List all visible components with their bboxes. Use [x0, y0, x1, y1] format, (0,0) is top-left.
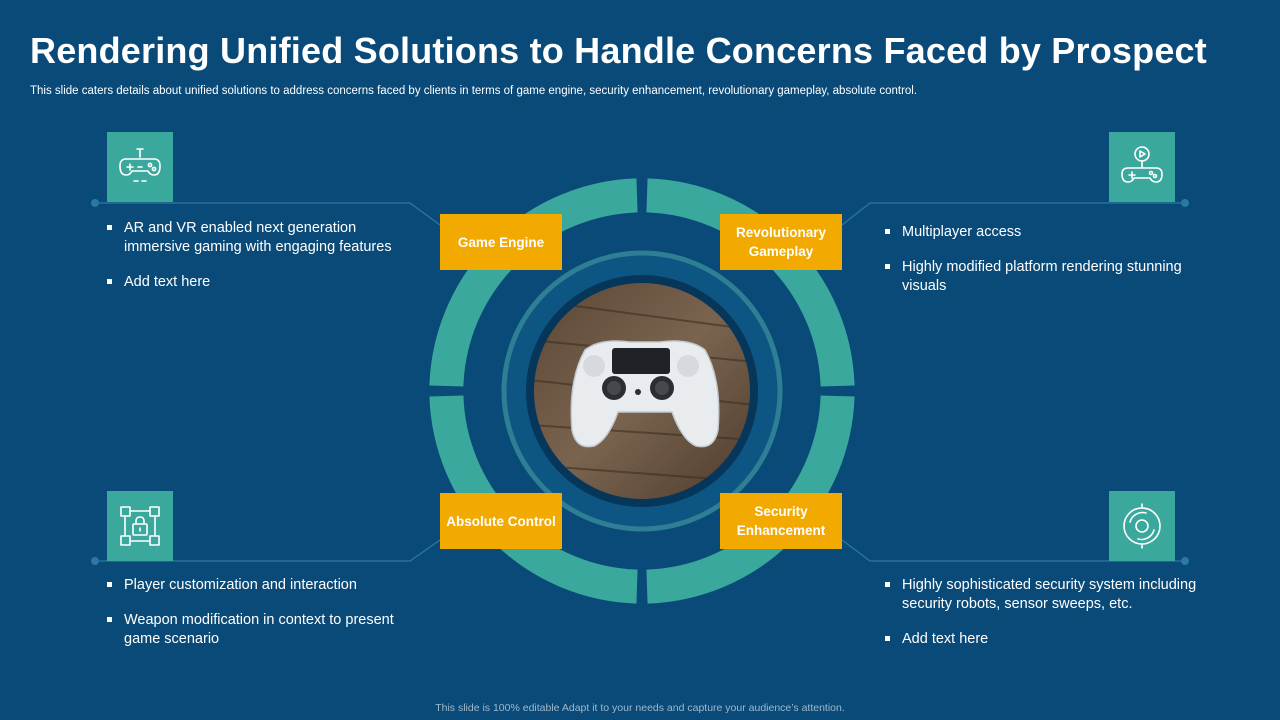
security-scan-icon-box — [1109, 491, 1175, 561]
page-title: Rendering Unified Solutions to Handle Co… — [30, 30, 1207, 71]
game-controller-photo — [534, 283, 750, 499]
list-item: AR and VR enabled next generation immers… — [106, 219, 406, 257]
connector-dots — [91, 199, 1189, 565]
page-subtitle: This slide caters details about unified … — [30, 85, 918, 97]
gamepad-icon — [119, 148, 161, 182]
connector-top-left — [95, 202, 441, 226]
connector-dot — [1181, 199, 1189, 207]
list-item: Multiplayer access — [884, 223, 1184, 242]
list-item: Player customization and interaction — [106, 576, 416, 595]
absolute-control-label-text: Absolute Control — [446, 513, 556, 529]
footer-note: This slide is 100% editable Adapt it to … — [435, 702, 845, 714]
connector-bottom-right — [841, 539, 1185, 562]
list-item: Highly sophisticated security system inc… — [884, 576, 1214, 614]
security-enhancement-label: Security Enhancement — [720, 493, 842, 549]
game-play-icon — [1121, 146, 1163, 183]
game-engine-bullets: AR and VR enabled next generation immers… — [106, 219, 406, 308]
connector-dot — [91, 199, 99, 207]
game-play-icon-box — [1109, 132, 1175, 202]
lock-network-icon — [120, 506, 160, 546]
security-enhancement-label-text: Security Enhancement — [736, 504, 826, 538]
inner-ring-outline — [501, 250, 783, 532]
gamepad-icon-box — [107, 132, 173, 202]
connector-top-right — [841, 202, 1185, 226]
list-item: Weapon modification in context to presen… — [106, 611, 416, 649]
connector-lines — [95, 202, 1185, 562]
revolutionary-gameplay-label: Revolutionary Gameplay — [720, 214, 842, 270]
game-engine-label-text: Game Engine — [457, 234, 545, 250]
security-enhancement-bullets: Highly sophisticated security system inc… — [884, 576, 1214, 665]
revolutionary-gameplay-label-text: Revolutionary Gameplay — [735, 225, 827, 259]
connector-bottom-left — [95, 539, 441, 562]
game-engine-label: Game Engine — [440, 214, 562, 270]
list-item: Add text here — [106, 273, 406, 292]
connector-dot — [91, 557, 99, 565]
absolute-control-label: Absolute Control — [440, 493, 562, 549]
security-scan-icon — [1123, 503, 1161, 549]
absolute-control-bullets: Player customization and interaction Wea… — [106, 576, 416, 665]
list-item: Add text here — [884, 630, 1214, 649]
list-item: Highly modified platform rendering stunn… — [884, 258, 1184, 296]
revolutionary-gameplay-bullets: Multiplayer access Highly modified platf… — [884, 223, 1184, 312]
connector-dot — [1181, 557, 1189, 565]
lock-network-icon-box — [107, 491, 173, 561]
